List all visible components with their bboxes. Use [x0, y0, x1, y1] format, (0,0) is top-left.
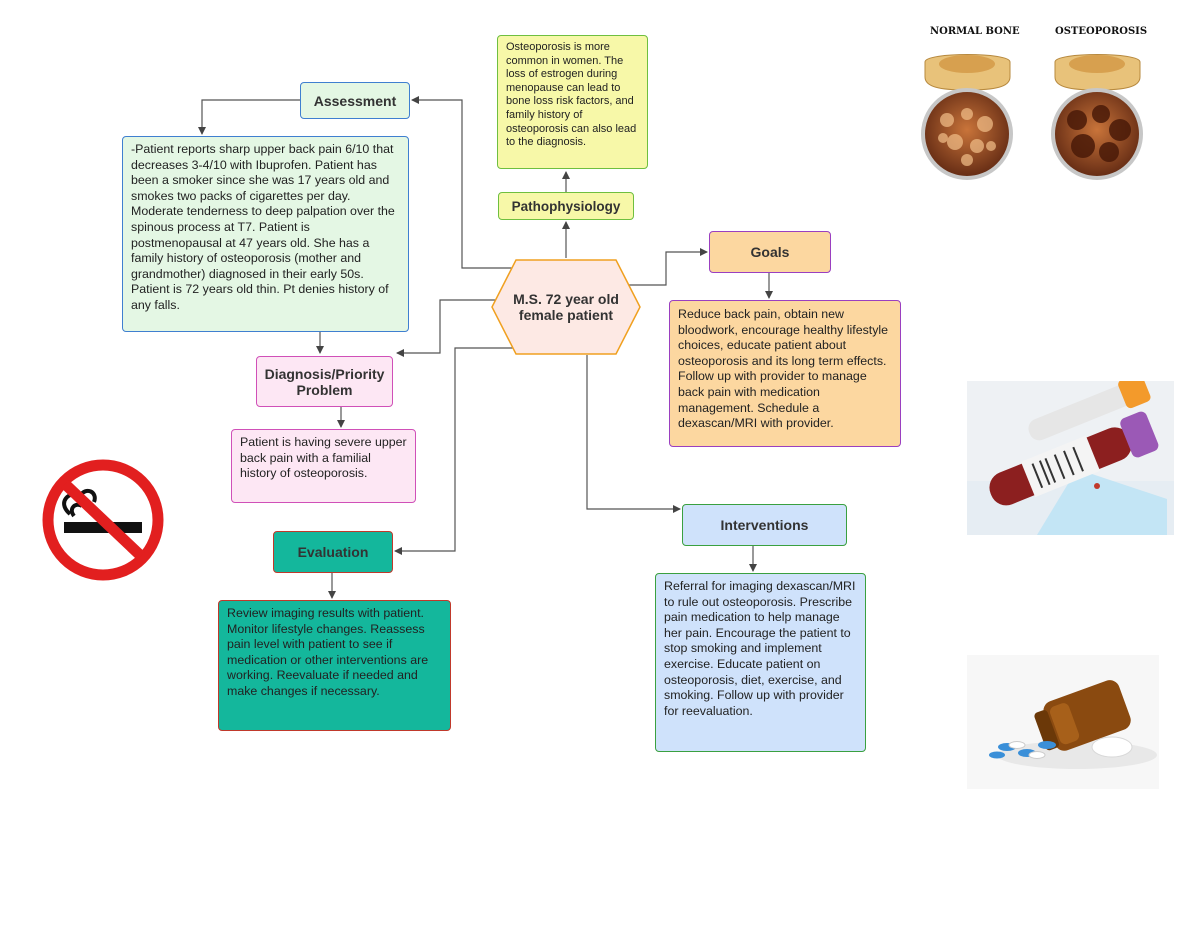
no-smoking-icon: [42, 459, 164, 581]
evaluation-text: Review imaging results with patient. Mon…: [218, 600, 451, 731]
diagnosis-text: Patient is having severe upper back pain…: [231, 429, 416, 503]
center-node-label: M.S. 72 year old female patient: [513, 291, 619, 323]
link-center-evaluation: [394, 347, 518, 555]
link-center-diagnosis: [396, 299, 505, 357]
evaluation-title: Evaluation: [273, 531, 393, 573]
normal-bone-label: NORMAL BONE: [930, 26, 1020, 37]
interventions-text: Referral for imaging dexascan/MRI to rul…: [655, 573, 866, 752]
center-node-shape: [491, 259, 641, 355]
bone-comparison-image: [921, 54, 1143, 180]
osteoporosis-label: OSTEOPOROSIS: [1055, 26, 1148, 37]
pathophysiology-text: Osteoporosis is more common in women. Th…: [497, 35, 648, 169]
goals-text: Reduce back pain, obtain new bloodwork, …: [669, 300, 901, 447]
medication-image: [967, 655, 1159, 789]
link-center-assessment: [411, 96, 512, 269]
goals-title: Goals: [709, 231, 831, 273]
assessment-text: -Patient reports sharp upper back pain 6…: [122, 136, 409, 332]
blood-sample-image: [967, 381, 1174, 535]
diagnosis-title: Diagnosis/Priority Problem: [256, 356, 393, 407]
interventions-title: Interventions: [682, 504, 847, 546]
pathophysiology-title: Pathophysiology: [498, 192, 634, 220]
assessment-title: Assessment: [300, 82, 410, 119]
link-assessment-text: [198, 99, 300, 135]
link-center-goals: [628, 248, 708, 286]
link-center-interventions: [586, 355, 681, 513]
